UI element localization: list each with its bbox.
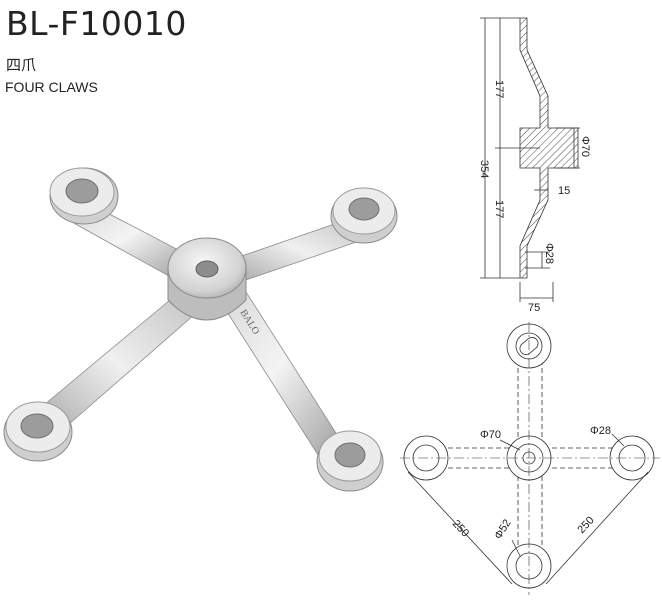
product-name-chinese: 四爪: [6, 56, 37, 74]
side-profile: [519, 17, 579, 279]
dim-lower-half: 177: [493, 200, 505, 218]
dim-center-diameter: Φ70: [579, 136, 591, 157]
claw-pad-lower-left: [3, 401, 73, 462]
claw-pad-lower-right: [316, 430, 384, 492]
dim-upper-half: 177: [493, 80, 505, 98]
top-view-drawing: [400, 322, 660, 595]
claw-pad-upper-right: [330, 187, 398, 244]
side-view-drawing: [480, 17, 580, 302]
dim-thickness: 15: [558, 185, 570, 197]
model-code-title: BL-F10010: [6, 4, 187, 43]
product-name-english: FOUR CLAWS: [5, 79, 98, 95]
top-dim-hole-diameter: Φ28: [590, 425, 611, 437]
top-dim-center-diameter: Φ70: [480, 429, 501, 441]
dim-depth: 75: [528, 302, 540, 314]
top-dim-lower-diameter: Φ52: [492, 517, 513, 541]
dim-hole-diameter: Φ28: [543, 243, 555, 264]
claw-pad-upper-left: [49, 167, 119, 225]
center-hub: [167, 237, 247, 321]
product-photo: BALO: [3, 167, 398, 492]
dim-total-height: 354: [478, 160, 490, 178]
top-dim-right-span: 250: [575, 514, 596, 536]
